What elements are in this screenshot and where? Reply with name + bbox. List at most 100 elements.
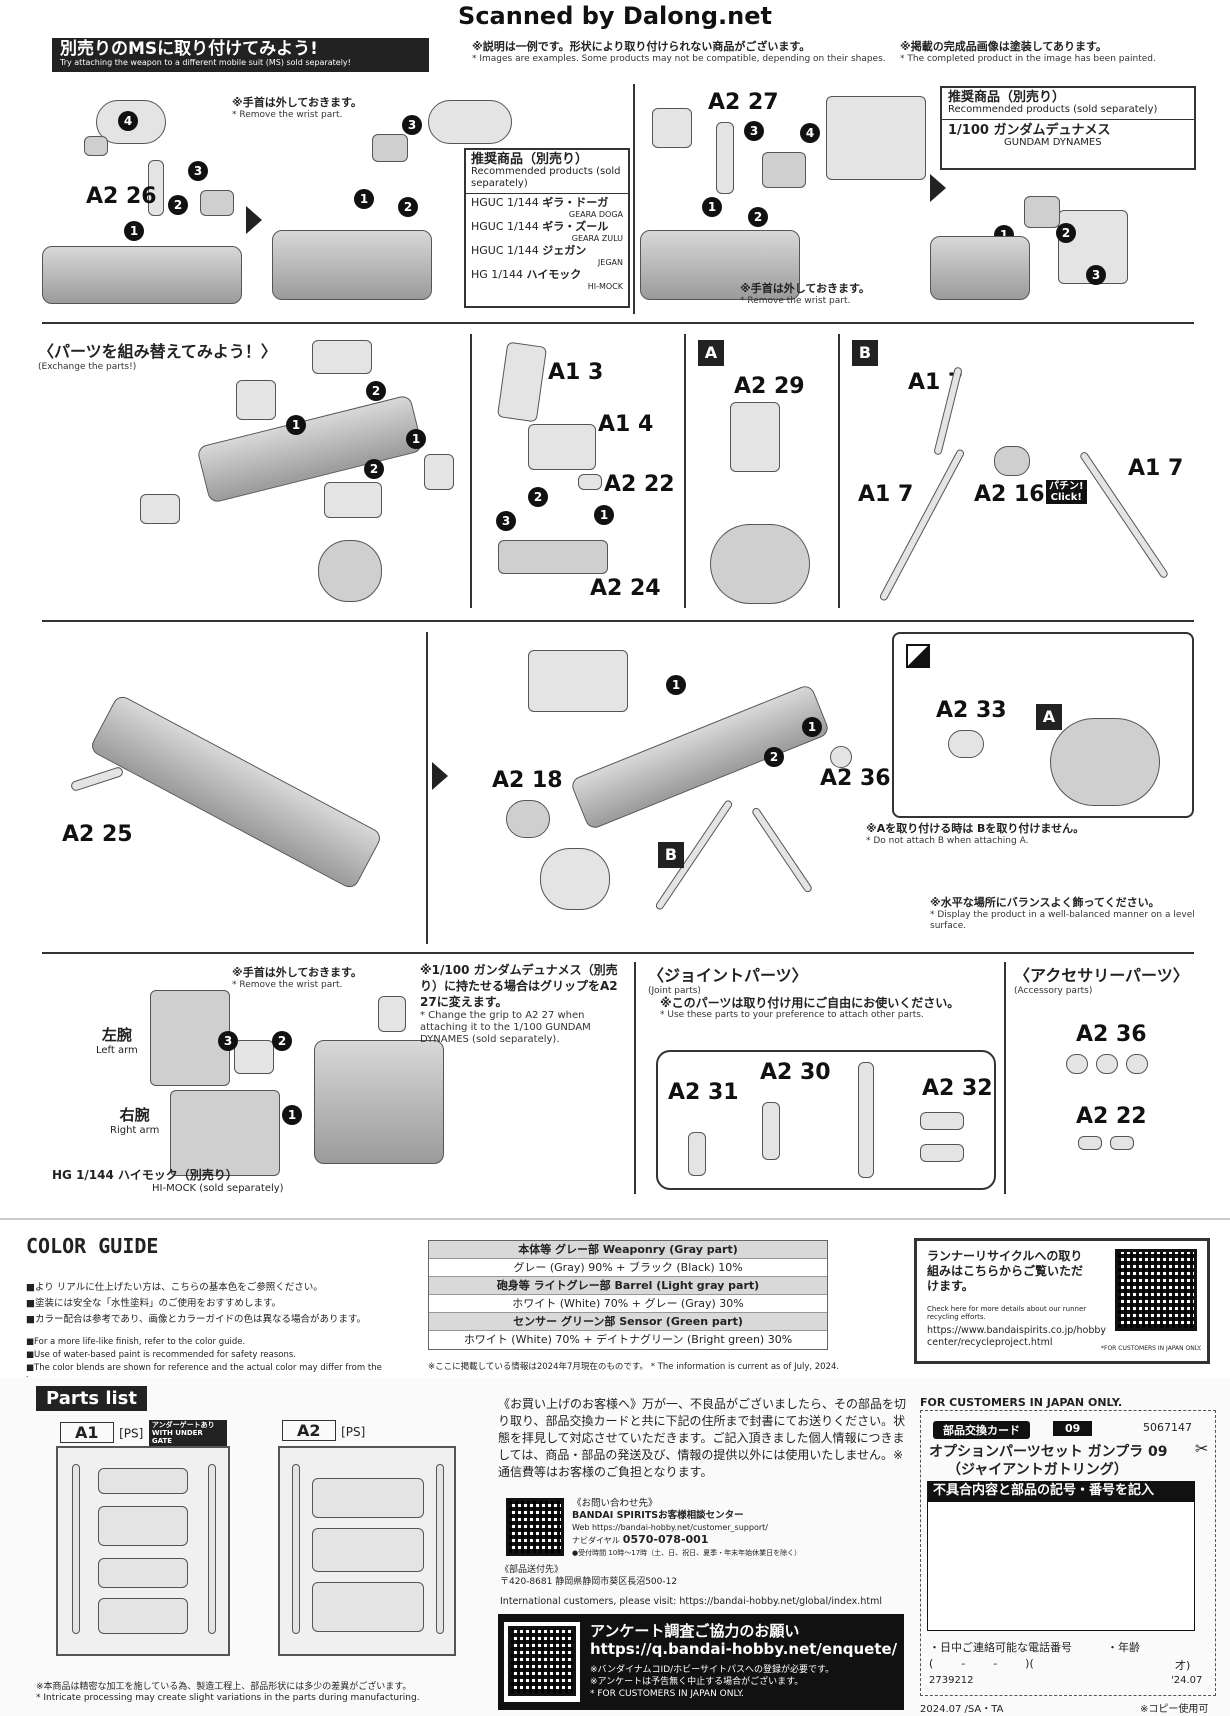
- step-number: 1: [354, 189, 374, 209]
- note-jp: ■カラー配合は参考であり、画像とカラーガイドの色は異なる場合があります。: [26, 1314, 367, 1325]
- right-arm-en: Right arm: [110, 1125, 160, 1136]
- left-arm-label: 左腕 Left arm: [96, 1024, 138, 1057]
- arm-part: [826, 96, 926, 180]
- part-label: A2 32: [922, 1076, 993, 1101]
- grip-part: [148, 160, 164, 216]
- connector-part: [1078, 1136, 1102, 1150]
- part-label: A2 24: [590, 576, 661, 601]
- step-number: 3: [1086, 265, 1106, 285]
- recycle-box: ランナーリサイクルへの取り組みはこちらからご覧いただけます。 Check her…: [914, 1238, 1210, 1364]
- contact-web[interactable]: Web https://bandai-hobby.net/customer_su…: [572, 1523, 768, 1532]
- step-number: 2: [364, 459, 384, 479]
- scissors-icon: ✂: [1195, 1439, 1209, 1458]
- tripod-hub: [994, 446, 1030, 476]
- joint-part: [688, 1132, 706, 1176]
- sensor-part: [312, 340, 372, 374]
- step-number: 1: [802, 717, 822, 737]
- joint-part: [920, 1112, 964, 1130]
- card-code: 5067147: [1143, 1421, 1192, 1434]
- sensor-part: [496, 341, 548, 423]
- barrel-part: [140, 494, 180, 524]
- mount-part: [324, 482, 382, 518]
- card-label: 部品交換カード: [933, 1421, 1030, 1439]
- arrow-right-icon: [246, 206, 262, 234]
- grip-part: [378, 996, 406, 1032]
- watermark: Scanned by Dalong.net: [458, 2, 772, 30]
- step-number: 3: [218, 1031, 238, 1051]
- wrist-part: [84, 136, 108, 156]
- survey-qr-frame: [504, 1622, 580, 1702]
- page-divider: [0, 1218, 1230, 1220]
- wrist-note: ※手首は外しておきます。 * Remove the wrist part.: [232, 966, 412, 991]
- card-age-field[interactable]: 才): [1175, 1659, 1191, 1672]
- card-phone-field[interactable]: ( - - )(: [929, 1657, 1034, 1670]
- phone-label: ナビダイヤル: [572, 1536, 620, 1545]
- dynames-note: ※1/100 ガンダムデュナメス（別売り）に持たせる場合はグリップをA2 27に…: [420, 962, 620, 1046]
- card-date-code: '24.07: [1171, 1675, 1203, 1686]
- section-divider: [42, 952, 1194, 954]
- part-label: A2 31: [668, 1080, 739, 1105]
- survey-url[interactable]: https://q.bandai-hobby.net/enquete/: [590, 1640, 898, 1658]
- rec-item: 1/100 ガンダムデュナメス: [948, 123, 1111, 138]
- joint-note: ※このパーツは取り付け用にご自由にお使いください。 * Use these pa…: [660, 996, 1000, 1021]
- hand-part: [200, 190, 234, 216]
- card-fill-area[interactable]: [927, 1501, 1195, 1631]
- contact-hours: ●受付時間 10時〜17時（土、日、祝日、夏季・年末年始休業日を除く）: [572, 1549, 802, 1557]
- part-sprue: [312, 1478, 424, 1518]
- runner-a2: [278, 1446, 456, 1656]
- divider: [633, 84, 635, 314]
- hg-note: HG 1/144 ハイモック（別売り） HI-MOCK (sold separa…: [52, 1166, 284, 1195]
- runner-tag: アンダーゲートあり WITH UNDER GATE: [148, 1420, 227, 1446]
- wrist-note-en: * Remove the wrist part.: [232, 980, 343, 990]
- card-product-sub: （ジャイアントガトリング）: [947, 1462, 1128, 1478]
- part-label: A2 26: [86, 184, 157, 209]
- wrist-note-jp: ※手首は外しておきます。: [232, 966, 362, 979]
- note-en: * Do not attach B when attaching A.: [866, 836, 1029, 846]
- intl-note[interactable]: International customers, please visit: h…: [500, 1596, 882, 1607]
- step-number: 2: [168, 195, 188, 215]
- note-en: * Use these parts to your preference to …: [660, 1010, 924, 1020]
- part-label: A2 18: [492, 768, 563, 793]
- step-number: 3: [402, 115, 422, 135]
- step-number: 2: [528, 487, 548, 507]
- part-label: A2 22: [604, 472, 675, 497]
- footnote-en: * Intricate processing may create slight…: [36, 1693, 420, 1703]
- color-row-head: センサー グリーン部 Sensor (Green part): [429, 1313, 827, 1331]
- joint-subtitle: (Joint parts): [648, 986, 701, 996]
- qr-code-icon[interactable]: [508, 1626, 576, 1696]
- cap-part: [830, 746, 852, 768]
- hand-part: [1024, 196, 1060, 228]
- runner-frame: [208, 1464, 216, 1634]
- step-number: 1: [594, 505, 614, 525]
- japan-only: FOR CUSTOMERS IN JAPAN ONLY.: [920, 1396, 1123, 1409]
- print-code: 2024.07 /SA・TA: [920, 1704, 1004, 1715]
- arm-part: [428, 100, 512, 144]
- card-serial: 2739212: [929, 1675, 974, 1686]
- rec-sub: Recommended products (sold separately): [471, 166, 621, 189]
- qr-code-icon[interactable]: [506, 1498, 564, 1556]
- color-row: グレー (Gray) 90% + ブラック (Black) 10%: [429, 1259, 827, 1277]
- part-sprue: [312, 1528, 424, 1572]
- joint-part: [858, 1062, 874, 1178]
- runner-frame: [72, 1464, 80, 1634]
- rec-head: 推奨商品（別売り）: [471, 152, 589, 167]
- survey-note: ※アンケートは予告無く中止する場合がございます。: [590, 1677, 804, 1687]
- part-label: A2 29: [734, 374, 805, 399]
- title-en: Try attaching the weapon to a different …: [60, 58, 351, 67]
- exchange-title-text: 〈パーツを組み替えてみよう！〉: [38, 342, 277, 361]
- note-jp: ■より リアルに仕上げたい方は、こちらの基本色をご参照ください。: [26, 1282, 323, 1293]
- note-en: ■For a more life-like finish, refer to t…: [26, 1337, 246, 1347]
- step-number: 3: [744, 121, 764, 141]
- rec-item-en: GUNDAM DYNAMES: [1004, 137, 1102, 148]
- step-number: 2: [398, 197, 418, 217]
- part-label: A2 22: [1076, 1104, 1147, 1129]
- pin-part: [69, 765, 125, 793]
- qr-code-icon[interactable]: [1115, 1249, 1197, 1331]
- gatling-illustration: [640, 230, 800, 300]
- exchange-title: 〈パーツを組み替えてみよう！〉 (Exchange the parts!): [38, 338, 277, 372]
- color-table: 本体等 グレー部 Weaponry (Gray part) グレー (Gray)…: [428, 1240, 828, 1350]
- hand-part: [372, 134, 408, 162]
- recycle-url[interactable]: https://www.bandaispirits.co.jp/hobbycen…: [927, 1325, 1107, 1348]
- step-number: 2: [764, 747, 784, 767]
- runner-frame: [436, 1464, 444, 1634]
